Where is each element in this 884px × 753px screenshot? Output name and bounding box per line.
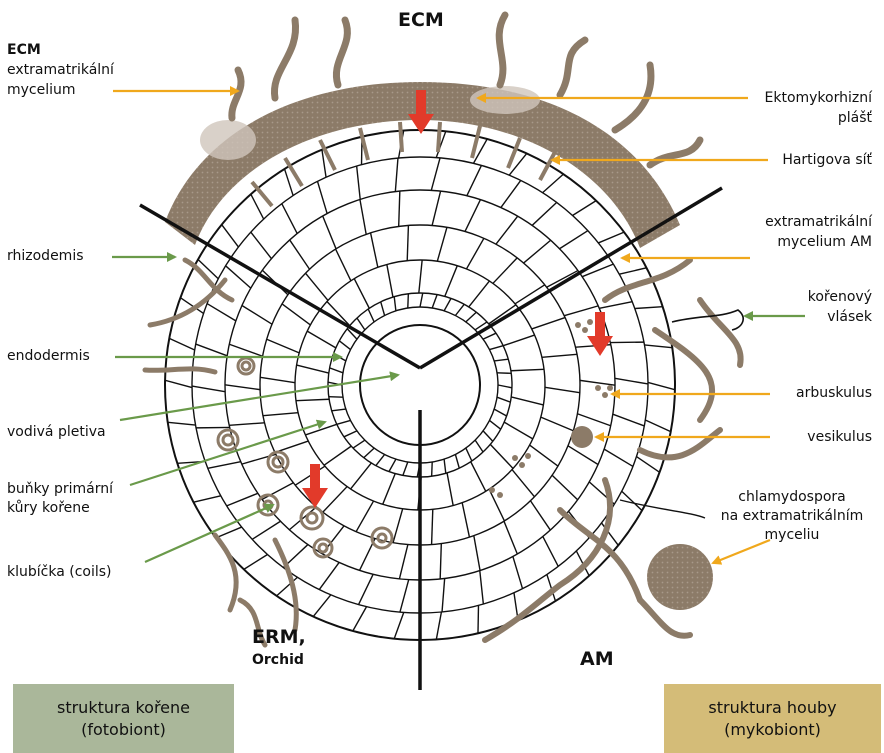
label-hartig: Hartigova síť bbox=[782, 151, 872, 170]
cell-wall bbox=[329, 397, 343, 398]
legend-fungus-line1: struktura houby bbox=[708, 697, 836, 719]
label-vodiva: vodivá pletiva bbox=[7, 423, 106, 442]
label-klubicka: klubíčka (coils) bbox=[7, 563, 112, 582]
label-vlasek-line2: vlásek bbox=[827, 308, 872, 327]
label-vesikulus: vesikulus bbox=[807, 428, 872, 447]
label-rhizodemis: rhizodemis bbox=[7, 247, 84, 266]
header-am: AM bbox=[580, 648, 614, 670]
header-erm-text: ERM bbox=[252, 626, 299, 648]
chlamydospore bbox=[647, 544, 713, 610]
label-bunky-line1: buňky primární bbox=[7, 480, 113, 499]
label-arbuskulus: arbuskulus bbox=[796, 384, 872, 403]
label-vlasek-line1: kořenový bbox=[808, 288, 872, 307]
label-ektomyk-line2: plášť bbox=[838, 109, 872, 128]
label-ecm-line1: extramatrikální bbox=[7, 61, 114, 80]
label-endodermis: endodermis bbox=[7, 347, 90, 366]
label-bunky-line2: kůry kořene bbox=[7, 499, 90, 518]
label-chlam-line2: na extramatrikálním bbox=[700, 507, 884, 526]
header-erm: ERM, bbox=[252, 626, 306, 648]
header-ecm: ECM bbox=[398, 9, 444, 31]
label-ecm-line2: mycelium bbox=[7, 81, 76, 100]
legend-fungus-line2: (mykobiont) bbox=[708, 719, 836, 741]
legend-fungus: struktura houby(mykobiont) bbox=[664, 684, 881, 753]
label-extra-am-line1: extramatrikální bbox=[765, 213, 872, 232]
mantle-patch bbox=[200, 120, 256, 160]
legend-plant-line1: struktura kořene bbox=[57, 697, 190, 719]
label-ecm-bold: ECM bbox=[7, 41, 41, 60]
header-orchid: Orchid bbox=[252, 652, 304, 668]
label-ektomyk-line1: Ektomykorhizní bbox=[765, 89, 873, 108]
label-chlam-line1: chlamydospora bbox=[700, 488, 884, 507]
label-chlam-line3: myceliu bbox=[700, 526, 884, 545]
legend-plant: struktura kořene(fotobiont) bbox=[13, 684, 234, 753]
header-erm-sep: , bbox=[299, 626, 306, 648]
label-extra-am-line2: mycelium AM bbox=[777, 233, 872, 252]
cell-wall bbox=[432, 462, 433, 476]
legend-plant-line2: (fotobiont) bbox=[57, 719, 190, 741]
vesicle bbox=[571, 426, 593, 448]
cell-wall bbox=[408, 294, 409, 308]
mantle-patch bbox=[470, 86, 540, 114]
cell-wall bbox=[497, 373, 511, 374]
